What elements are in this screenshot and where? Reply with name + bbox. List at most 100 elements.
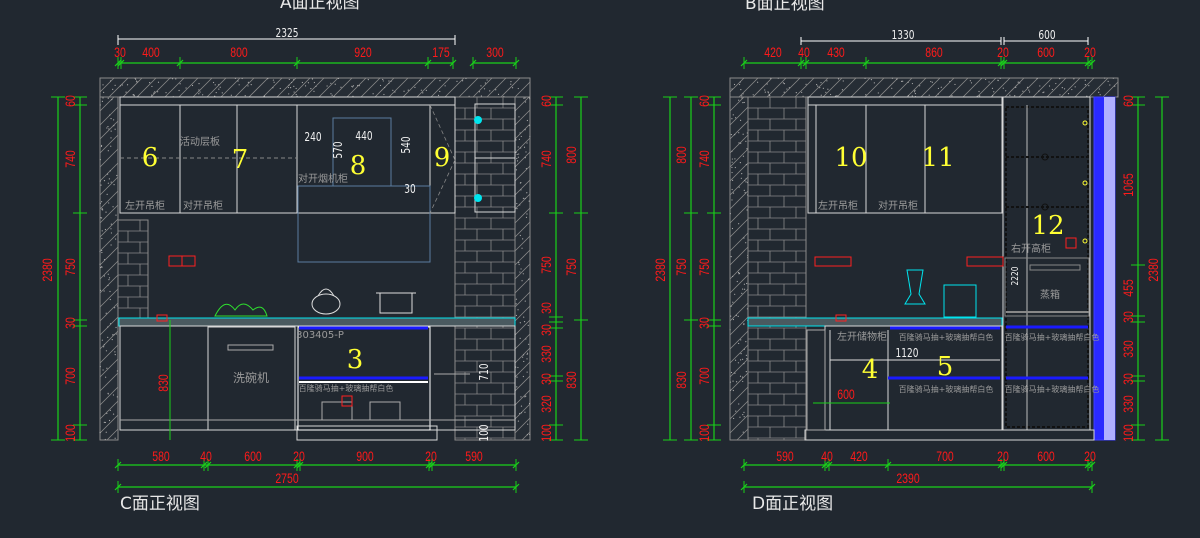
hatch-line (514, 179, 531, 196)
hatch-line (514, 235, 531, 252)
concrete-speck (913, 91, 916, 93)
hatch-line (388, 77, 409, 98)
a-top-dimension: 30 (113, 44, 126, 60)
concrete-speck (1055, 82, 1057, 85)
concrete-speck (526, 358, 528, 360)
concrete-speck (735, 410, 737, 412)
concrete-speck (734, 293, 736, 295)
brick-wall (454, 96, 516, 441)
concrete-speck (786, 88, 788, 90)
inner-dimension: 830 (155, 374, 171, 392)
cabinet-number: 3 (346, 345, 364, 375)
hatch-line (99, 344, 119, 364)
concrete-speck (105, 312, 107, 314)
concrete-speck (732, 192, 735, 194)
concrete-speck (528, 278, 530, 280)
kettle-icon (311, 293, 341, 315)
hatch-line (99, 330, 119, 350)
concrete-speck (515, 303, 517, 305)
concrete-speck (768, 94, 770, 96)
concrete-speck (114, 354, 116, 356)
hatch-line (1004, 77, 1025, 98)
concrete-speck (272, 79, 275, 81)
concrete-speck (988, 81, 990, 83)
concrete-speck (732, 389, 734, 392)
hatch-line (514, 165, 531, 182)
concrete-speck (273, 81, 275, 83)
concrete-speck (520, 189, 522, 191)
d-bottom-dimension: 420 (849, 448, 868, 464)
concrete-speck (817, 85, 819, 87)
concrete-speck (515, 314, 518, 317)
d-right-dimension: 60 (1120, 95, 1136, 107)
concrete-speck (108, 178, 110, 180)
concrete-speck (524, 411, 526, 413)
concrete-speck (1017, 81, 1019, 83)
concrete-speck (101, 217, 103, 219)
concrete-speck (330, 93, 332, 95)
hatch-line (729, 386, 749, 406)
concrete-speck (795, 92, 797, 94)
cabinet-number: 8 (349, 151, 367, 181)
d-bottom-dimension: 20 (1084, 448, 1096, 464)
concrete-speck (115, 214, 117, 216)
concrete-speck (1014, 95, 1016, 97)
concrete-speck (212, 81, 215, 84)
concrete-speck (418, 79, 421, 82)
hatch-line (920, 77, 941, 98)
concrete-speck (521, 356, 524, 358)
concrete-speck (219, 86, 221, 88)
concrete-speck (777, 77, 779, 79)
concrete-speck (103, 91, 105, 93)
hatch-line (99, 358, 119, 378)
hatch-line (99, 316, 119, 336)
concrete-speck (107, 273, 109, 275)
concrete-speck (740, 88, 742, 91)
concrete-speck (826, 80, 828, 82)
concrete-speck (461, 80, 464, 82)
c-bottom-dimension: 20 (292, 448, 305, 464)
concrete-speck (523, 360, 525, 363)
hatch-line (99, 176, 119, 196)
concrete-speck (752, 94, 754, 96)
steam-oven (1004, 257, 1090, 317)
hatch-line (729, 302, 749, 322)
concrete-speck (112, 88, 114, 91)
concrete-speck (110, 244, 112, 246)
concrete-speck (745, 140, 747, 142)
inner-dimension: 2220 (1010, 266, 1021, 286)
hatch-line (948, 77, 969, 98)
a-overall-height: 2380 (39, 258, 55, 282)
concrete-speck (519, 322, 521, 324)
concrete-speck (1071, 88, 1073, 91)
dishwasher-label: 洗碗机 (232, 371, 270, 385)
concrete-speck (99, 432, 101, 434)
hatch-line (234, 77, 255, 98)
concrete-speck (739, 162, 741, 164)
concrete-speck (524, 396, 526, 398)
concrete-speck (742, 414, 744, 416)
concrete-speck (529, 135, 531, 137)
concrete-speck (1061, 86, 1063, 89)
concrete-speck (744, 179, 746, 182)
pot-icon (379, 292, 413, 314)
hatch-line (514, 193, 531, 210)
concrete-speck (407, 89, 409, 91)
hatch-line (822, 77, 843, 98)
cabinet-label: 对开吊柜 (183, 201, 223, 212)
concrete-speck (247, 85, 249, 87)
concrete-speck (528, 97, 530, 99)
hatch-line (976, 77, 997, 98)
concrete-speck (740, 142, 742, 144)
steamer-label: 蒸箱 (1040, 290, 1060, 301)
concrete-speck (526, 192, 528, 194)
cabinet-number: 5 (936, 352, 954, 382)
concrete-speck (985, 78, 987, 81)
concrete-speck (746, 148, 748, 150)
rice-cooker-icon (943, 284, 977, 318)
concrete-speck (738, 223, 740, 225)
concrete-speck (732, 114, 734, 116)
concrete-speck (1036, 77, 1038, 80)
concrete-speck (743, 411, 745, 413)
